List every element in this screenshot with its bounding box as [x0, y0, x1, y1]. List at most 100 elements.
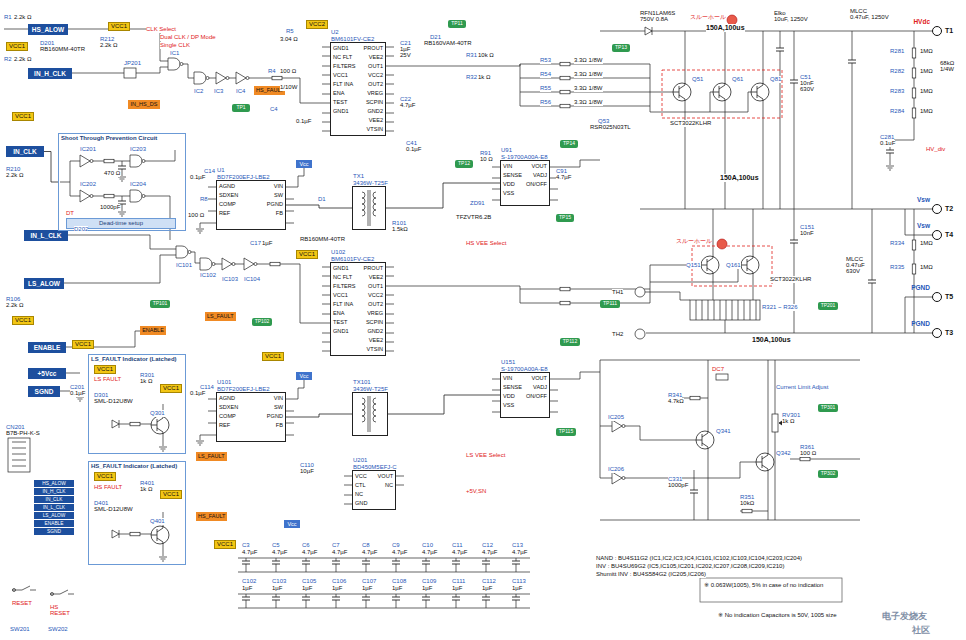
resistor-symbol	[560, 104, 570, 108]
part-name: BM6101FV-CE2	[331, 36, 374, 43]
transformer: TX1013436W-T25F	[352, 392, 388, 436]
label-text: RSR025N03TL	[590, 124, 631, 131]
label-text: 1k Ω	[140, 486, 153, 493]
label-text: IC1	[170, 50, 179, 57]
label-text: 1k Ω	[478, 74, 491, 81]
logic-gate	[168, 58, 183, 70]
label-text: Shumitt INV : BU4S584G2 (IC205,IC206)	[596, 571, 706, 578]
net-tag: ENABLE	[140, 326, 166, 335]
ic-chip: U2BM6101FV-CE2GND1 NC FLT FILTERS VCC1 F…	[330, 42, 386, 136]
logic-gate	[216, 72, 229, 84]
label-text: RB160VAM-40TR	[424, 40, 472, 47]
node-text: TP112	[563, 339, 577, 345]
label-text: Dual CLK / DP Mode	[160, 34, 216, 41]
label-text: ※ No indication Capacitors is 50V, 1005 …	[718, 612, 837, 619]
logic-gate	[222, 258, 235, 270]
transistor-symbol	[673, 83, 691, 101]
node-text: HS_ALOW	[32, 26, 65, 33]
label-text: 3.3Ω 1/8W	[574, 57, 603, 64]
label-text: 1µF	[452, 585, 462, 592]
wire	[238, 594, 530, 608]
pin-names: VIN SW PGND FB	[267, 394, 283, 430]
label-text: 1µF	[262, 240, 272, 247]
part-name: BD450M5EFJ-C	[353, 464, 397, 471]
power-tag: VCC2	[306, 20, 328, 29]
node-text: VCC1	[163, 491, 179, 498]
label-text: 10nF	[800, 230, 814, 237]
label-text: 1MΩ	[920, 108, 933, 115]
net-tag: HS_FAULT	[196, 512, 227, 521]
pin-tag: SGND	[34, 528, 74, 535]
power-tag: VCC1	[12, 112, 34, 121]
pin-names: VOUT VADJ ON/OFF	[526, 374, 547, 401]
node-text: TP14	[563, 141, 575, 147]
label-text: R8	[200, 196, 208, 203]
ground-symbol	[118, 177, 126, 181]
label-text: 4.7µF	[242, 549, 257, 556]
label-text: 1µF	[302, 585, 312, 592]
label-text: 1µF	[242, 585, 252, 592]
wire	[362, 396, 376, 432]
label-text: R31	[466, 52, 477, 59]
label-text: C106	[332, 578, 346, 585]
part-name: U102	[331, 249, 374, 256]
part-name: S-19700A00A-E8	[501, 154, 548, 161]
label-text: 1000pF	[668, 482, 688, 489]
label-text: C109	[422, 578, 436, 585]
label-text: R1	[4, 14, 12, 21]
label-text: R32	[466, 74, 477, 81]
power-tag: VCC1	[108, 22, 130, 31]
part-name: U2	[331, 29, 374, 36]
label-text: R281	[890, 48, 904, 55]
label-text: DT	[66, 210, 74, 217]
outline	[716, 374, 728, 380]
label-text: C5	[272, 542, 280, 549]
output-terminal: T1HVdc	[932, 26, 942, 36]
node-text: TP115	[559, 429, 573, 435]
label-text: Q341	[716, 428, 731, 435]
capacitor-symbol	[302, 597, 310, 600]
wire	[394, 265, 741, 303]
node-text: IN_L_CLK	[30, 232, 61, 239]
capacitor-symbol	[362, 561, 370, 564]
node-text: Dead-time setup	[99, 220, 143, 227]
pin-names: PROUT VEE2 OUT1 VCC2 OUT2 VREG SCPIN GND…	[364, 44, 383, 134]
node-text: VCC1	[9, 43, 25, 50]
label-text: SML-D12U8W	[94, 398, 133, 405]
wire	[4, 29, 932, 608]
supply-tag: Vcc	[296, 372, 312, 380]
net-name: HVdc	[913, 18, 930, 25]
logic-gate	[200, 258, 215, 270]
resistor-symbol	[104, 48, 916, 536]
label-text: C108	[392, 578, 406, 585]
label-text: 10k Ω	[478, 52, 494, 59]
part-name: U91	[501, 147, 548, 154]
label-text: HV_div	[926, 146, 945, 153]
label-text: LS FAULT	[94, 376, 121, 383]
label-text: 4.7µF	[482, 549, 497, 556]
part-name: 3436W-T25F	[353, 180, 388, 187]
terminal-name: T4	[945, 231, 953, 239]
test-point: TP14	[560, 140, 578, 148]
node-text: IN_H_CLK	[43, 489, 66, 495]
label-text: C9	[392, 542, 400, 549]
transistor-symbol	[741, 256, 759, 274]
diode-symbol	[112, 27, 652, 538]
part-name: 3436W-T25F	[353, 386, 388, 393]
label-text: IC205	[608, 414, 624, 421]
pin-tag: IN_CLK	[34, 496, 74, 503]
label-text: HS FAULT	[94, 484, 122, 491]
label-text: R56	[540, 99, 551, 106]
test-point: TP101	[150, 300, 170, 308]
resistor-symbol	[272, 76, 282, 80]
label-text: R321 ~ R326	[762, 304, 798, 311]
label-text: SW202	[48, 626, 68, 633]
outline	[700, 578, 842, 602]
label-text: R283	[890, 88, 904, 95]
label-text: C107	[362, 578, 376, 585]
pin-names: VOUT VADJ ON/OFF	[526, 162, 547, 189]
resistor-symbol	[912, 264, 916, 274]
label-text: RESET	[12, 600, 32, 607]
label-text: 1k Ω	[782, 418, 795, 425]
label-text: 1µF	[272, 585, 282, 592]
